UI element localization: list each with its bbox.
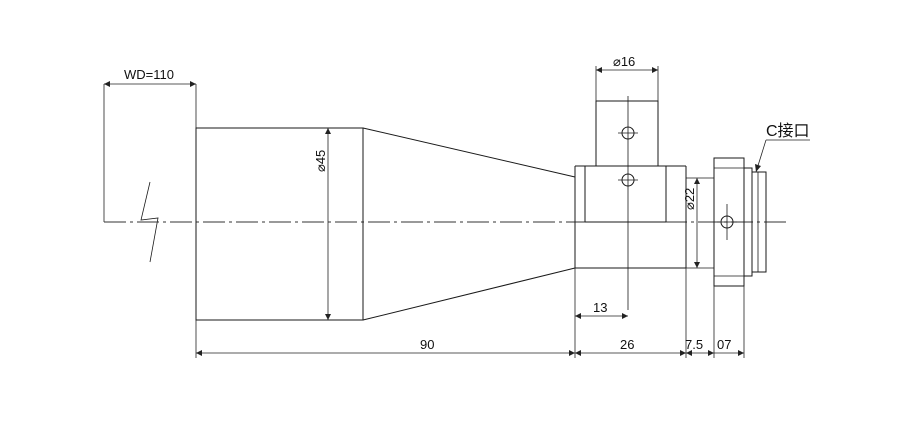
len-7-5-label: 7.5: [685, 337, 703, 352]
len-13-dimension: [574, 268, 628, 320]
body-hole: [618, 166, 638, 310]
c-mount-leader: [755, 139, 810, 173]
dia-45-label: ⌀45: [313, 150, 328, 172]
dia-22-dimension: [694, 178, 700, 268]
front-barrel: [195, 127, 364, 321]
dia-45-dimension: [325, 128, 331, 320]
wd-label: WD=110: [124, 67, 174, 82]
mount-flange: [713, 157, 745, 287]
c-mount-label: C接口: [766, 122, 810, 140]
dia-16-label: ⌀16: [613, 54, 635, 69]
c-mount-thread: [743, 167, 767, 277]
len-90-label: 90: [420, 337, 434, 352]
len-13-label: 13: [593, 300, 607, 315]
wd-bracket: [103, 81, 197, 263]
tapered-body: [362, 127, 576, 321]
top-mount-block: [595, 96, 659, 167]
len-26-label: 26: [620, 337, 634, 352]
dia-16-dimension: [595, 66, 659, 101]
rear-body: [574, 165, 714, 269]
dia-22-label: ⌀22: [682, 188, 697, 210]
len-07-label: 07: [717, 337, 731, 352]
bottom-dimensions: [195, 268, 745, 358]
